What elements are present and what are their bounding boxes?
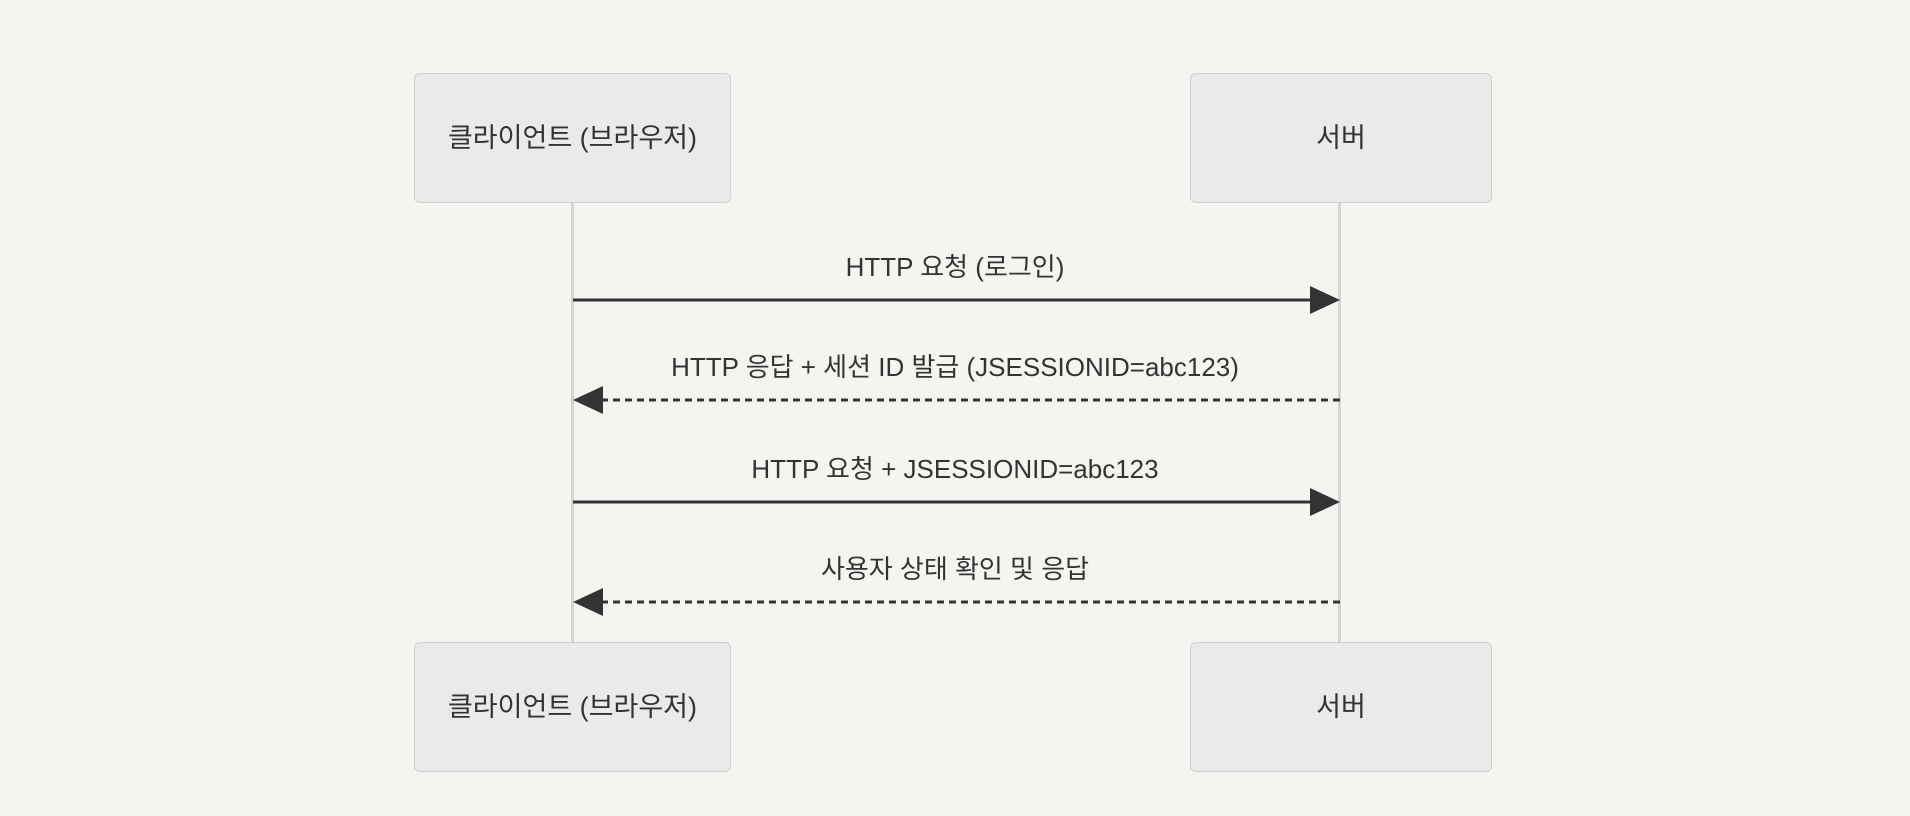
participant-box-client-bottom[interactable]: 클라이언트 (브라우저) — [414, 642, 731, 772]
lifeline-client — [571, 203, 574, 642]
participant-label-server-bottom: 서버 — [1316, 691, 1366, 722]
participant-box-server-top[interactable]: 서버 — [1190, 73, 1492, 203]
participant-box-client-top[interactable]: 클라이언트 (브라우저) — [414, 73, 731, 203]
participant-label-server-top: 서버 — [1316, 122, 1366, 153]
message-arrow-2 — [573, 386, 1340, 414]
message-arrow-4 — [573, 588, 1340, 616]
participant-label-client-top: 클라이언트 (브라우저) — [447, 122, 698, 153]
message-label-4: 사용자 상태 확인 및 응답 — [820, 554, 1090, 584]
participant-box-server-bottom[interactable]: 서버 — [1190, 642, 1492, 772]
lifeline-server — [1338, 203, 1341, 642]
message-arrow-3 — [573, 488, 1340, 516]
message-label-2: HTTP 응답 + 세션 ID 발급 (JSESSIONID=abc123) — [671, 352, 1239, 382]
message-label-1: HTTP 요청 (로그인) — [845, 252, 1065, 282]
message-arrow-1 — [573, 286, 1340, 314]
participant-label-client-bottom: 클라이언트 (브라우저) — [447, 691, 698, 722]
message-label-3: HTTP 요청 + JSESSIONID=abc123 — [751, 454, 1159, 484]
